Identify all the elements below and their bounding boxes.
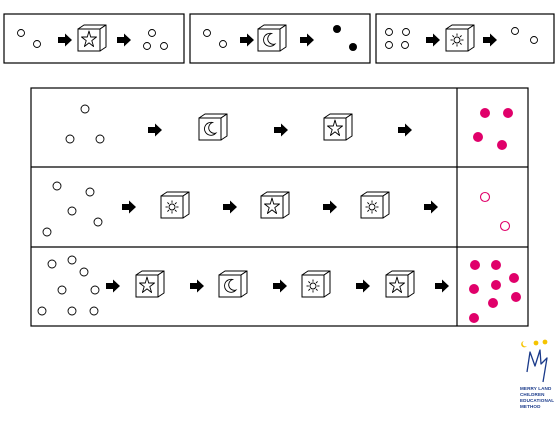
arrow-icon xyxy=(424,200,438,214)
input-dot xyxy=(80,104,90,114)
arrow-icon xyxy=(117,33,131,47)
logo-line-1: MERRY LAND xyxy=(520,386,552,391)
output-dot xyxy=(511,27,519,35)
arrow-icon xyxy=(273,279,287,293)
star-box-icon xyxy=(260,191,290,219)
answer-dot xyxy=(497,140,507,150)
moon-box-icon xyxy=(218,270,248,298)
arrow-icon xyxy=(426,33,440,47)
arrow-icon xyxy=(148,123,162,137)
example-1 xyxy=(3,13,185,64)
input-dot xyxy=(17,29,25,37)
input-dot xyxy=(52,181,62,191)
moon-logo-icon xyxy=(521,341,527,348)
answer-dot xyxy=(509,273,519,283)
puzzle-table xyxy=(30,87,529,327)
arrow-icon xyxy=(240,33,254,47)
logo-line-4: METHOD xyxy=(520,404,541,409)
answer-dot xyxy=(488,298,498,308)
input-dot xyxy=(219,40,227,48)
input-dot xyxy=(95,134,105,144)
dot-logo-icon xyxy=(533,340,539,346)
star-box-icon xyxy=(135,270,165,298)
answer-dot xyxy=(469,284,479,294)
answer-dot xyxy=(491,280,501,290)
input-dot xyxy=(89,306,99,316)
arrow-icon xyxy=(274,123,288,137)
sun-box-icon xyxy=(445,24,475,52)
sun-box-icon xyxy=(301,270,331,298)
arrow-icon xyxy=(435,279,449,293)
answer-dot xyxy=(479,191,491,203)
arrow-icon xyxy=(300,33,314,47)
answer-dot xyxy=(473,132,483,142)
puzzle-row-3 xyxy=(37,255,521,323)
arrow-icon xyxy=(223,200,237,214)
star-box-icon xyxy=(77,24,107,52)
arrow-icon xyxy=(122,200,136,214)
input-dot xyxy=(79,267,89,277)
input-dot xyxy=(67,206,77,216)
answer-cell xyxy=(469,260,521,323)
output-dot xyxy=(333,25,341,33)
input-dot xyxy=(42,227,52,237)
output-dot xyxy=(143,42,151,50)
puzzle-row-2 xyxy=(42,181,511,237)
example-3 xyxy=(375,13,555,64)
answer-dot xyxy=(470,260,480,270)
arrow-icon xyxy=(323,200,337,214)
merry-land-logo: MERRY LAND CHILDREN EDUCATIONAL METHOD xyxy=(520,339,554,409)
arrow-icon xyxy=(398,123,412,137)
output-dot xyxy=(160,42,168,50)
answer-dot xyxy=(491,260,501,270)
output-dot xyxy=(530,36,538,44)
answer-cell xyxy=(479,191,511,232)
output-dot xyxy=(349,43,357,51)
input-dot xyxy=(85,187,95,197)
input-dot xyxy=(37,306,47,316)
logo-line-3: EDUCATIONAL xyxy=(520,398,554,403)
moon-box-icon xyxy=(198,113,228,141)
arrow-icon xyxy=(58,33,72,47)
answer-dot xyxy=(511,292,521,302)
answer-dot xyxy=(503,108,513,118)
arrow-icon xyxy=(356,279,370,293)
input-dot xyxy=(203,29,211,37)
sun-box-icon xyxy=(160,191,190,219)
arrow-icon xyxy=(190,279,204,293)
star-box-icon xyxy=(323,113,353,141)
logo-line-2: CHILDREN xyxy=(520,392,545,397)
m-logo-mark-icon xyxy=(526,349,548,383)
input-dot xyxy=(67,306,77,316)
input-dot xyxy=(65,134,75,144)
input-dot xyxy=(57,285,67,295)
input-dot xyxy=(385,41,393,49)
input-dot xyxy=(93,217,103,227)
output-dot xyxy=(148,29,156,37)
input-dot xyxy=(47,259,57,269)
answer-dot xyxy=(499,220,511,232)
input-dot xyxy=(67,255,77,265)
input-dot xyxy=(401,41,409,49)
star-box-icon xyxy=(385,270,415,298)
input-dot xyxy=(33,40,41,48)
input-dot xyxy=(90,285,100,295)
example-2 xyxy=(189,13,371,64)
input-dot xyxy=(402,28,410,36)
dot-logo-icon xyxy=(542,339,548,345)
puzzle-row-1 xyxy=(65,104,513,150)
answer-dot xyxy=(480,108,490,118)
input-dot xyxy=(385,28,393,36)
answer-cell xyxy=(473,108,513,150)
sun-box-icon xyxy=(360,191,390,219)
moon-box-icon xyxy=(257,24,287,52)
arrow-icon xyxy=(483,33,497,47)
arrow-icon xyxy=(106,279,120,293)
answer-dot xyxy=(469,313,479,323)
